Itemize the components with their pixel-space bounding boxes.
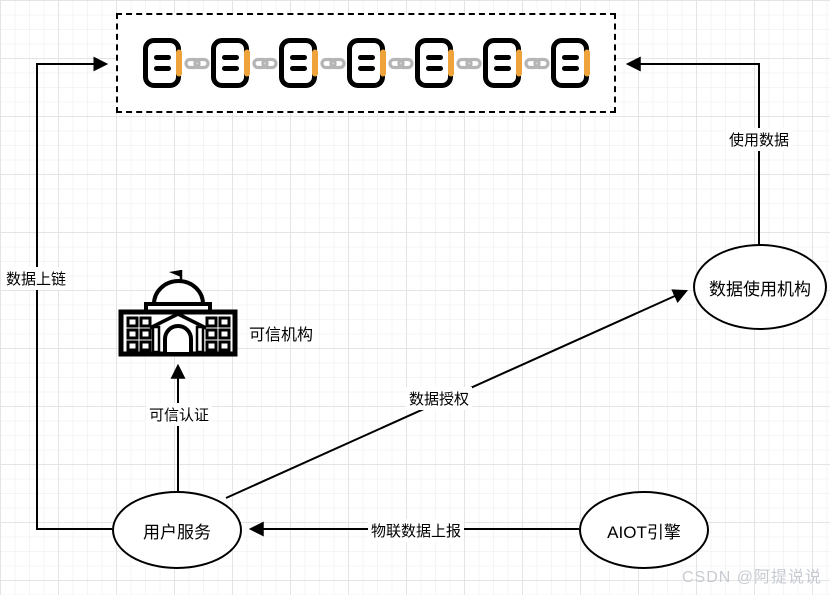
block-icon (483, 38, 522, 88)
chain-link-icon (320, 57, 346, 70)
blockchain-container (116, 13, 616, 113)
node-data-user-org-label: 数据使用机构 (709, 279, 811, 299)
node-data-user-org[interactable]: 数据使用机构 (693, 244, 827, 330)
label-iot-report: 物联数据上报 (368, 519, 465, 542)
chain-link-icon (252, 57, 278, 70)
block-icon (143, 38, 182, 88)
bank-building-icon (118, 270, 238, 357)
label-data-auth: 数据授权 (406, 387, 473, 410)
label-trusted-org: 可信机构 (249, 327, 314, 344)
label-use-data: 使用数据 (726, 128, 793, 151)
block-icon (551, 38, 590, 88)
edge-use-data (625, 56, 760, 245)
node-aiot-engine[interactable]: AIOT引擎 (579, 491, 709, 569)
node-aiot-engine-label: AIOT引擎 (607, 522, 681, 542)
chain-link-icon (388, 57, 414, 70)
block-icon (211, 38, 250, 88)
block-icon (415, 38, 454, 88)
label-trusted-auth: 可信认证 (146, 403, 213, 426)
node-user-service[interactable]: 用户服务 (112, 491, 242, 569)
chain-link-icon (184, 57, 210, 70)
watermark: CSDN @阿提说说 (681, 569, 822, 586)
chain-link-icon (456, 57, 482, 70)
chain-link-icon (524, 57, 550, 70)
node-user-service-label: 用户服务 (143, 522, 211, 542)
block-icon (347, 38, 386, 88)
label-data-onchain: 数据上链 (3, 267, 70, 290)
block-row (140, 38, 592, 88)
edge-data-onchain (36, 56, 112, 530)
block-icon (279, 38, 318, 88)
